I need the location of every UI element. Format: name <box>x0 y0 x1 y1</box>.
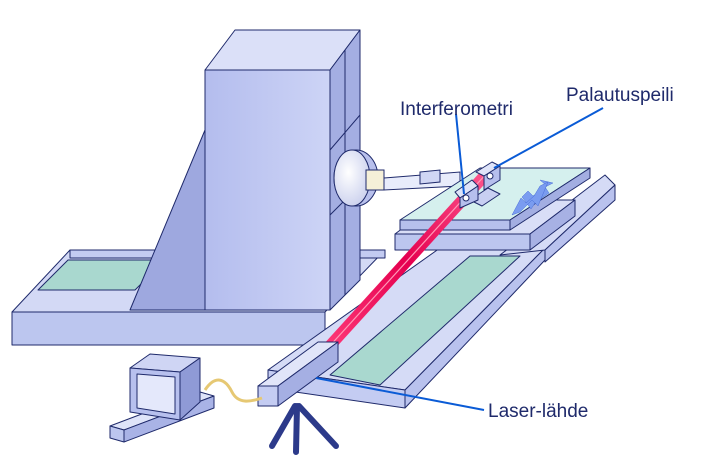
label-retroreflector: Palautuspeili <box>566 85 674 106</box>
interferometer-optic <box>454 179 479 209</box>
table-motion-arrow-icon <box>511 179 554 216</box>
laser-head <box>257 341 339 407</box>
machine-column <box>129 29 361 311</box>
leader-line-retroreflector <box>493 107 604 169</box>
tripod <box>269 403 339 455</box>
retroreflector-optic <box>475 161 501 191</box>
label-laser-source: Laser-lähde <box>488 401 589 422</box>
leader-line-interferometer <box>455 113 465 195</box>
machine-spindle <box>333 149 461 207</box>
leader-line-laser-source <box>315 377 485 411</box>
label-interferometer: Interferometri <box>400 99 513 120</box>
leader-lines <box>315 107 604 411</box>
computer-monitor-icon <box>109 353 215 443</box>
data-cable <box>203 378 263 403</box>
